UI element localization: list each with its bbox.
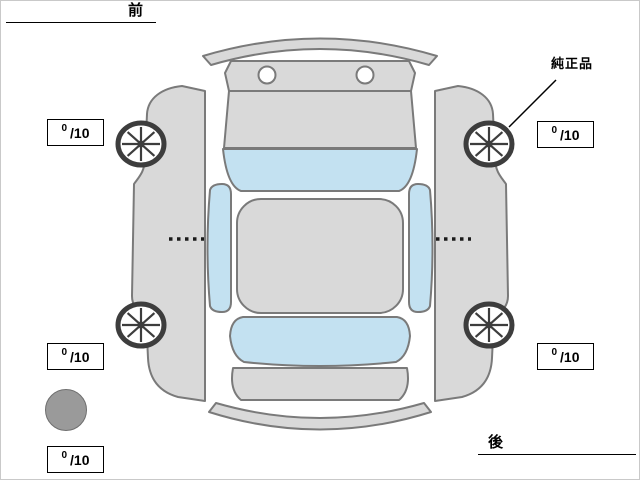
- front-label: 前: [6, 0, 156, 23]
- roof-panel: [236, 198, 404, 314]
- score-box-front-left: 0 /10: [47, 119, 104, 146]
- score-box-rear-right: 0 /10: [537, 343, 594, 370]
- rear-label: 後: [478, 431, 636, 455]
- cowl-circle-left: [257, 65, 277, 85]
- genuine-part-label: 純正品: [551, 56, 594, 71]
- front-bumper: [202, 37, 438, 66]
- score-denominator: /10: [70, 451, 90, 468]
- score-value: 0: [61, 347, 68, 358]
- score-denominator: /10: [560, 348, 580, 365]
- score-value: 0: [61, 123, 68, 134]
- score-denominator: /10: [70, 124, 90, 141]
- wheel-rear-left: [118, 304, 164, 346]
- hood-panel: [223, 90, 417, 149]
- wheel-rear-right: [466, 304, 512, 346]
- left-door-window: [206, 183, 232, 313]
- rear-bumper: [208, 402, 432, 431]
- score-value: 0: [551, 347, 558, 358]
- score-box-rear-left: 0 /10: [47, 343, 104, 370]
- score-box-front-right: 0 /10: [537, 121, 594, 148]
- right-door-window: [408, 183, 434, 313]
- front-windshield: [222, 148, 418, 192]
- front-cowl-panel: [224, 60, 416, 92]
- score-value: 0: [551, 125, 558, 136]
- rear-windshield: [229, 316, 411, 367]
- score-denominator: /10: [70, 348, 90, 365]
- spare-tire-circle: [45, 389, 87, 431]
- score-value: 0: [61, 450, 68, 461]
- trunk-panel: [231, 367, 409, 401]
- genuine-part-leader-line: [508, 79, 557, 128]
- score-box-spare: 0 /10: [47, 446, 104, 473]
- wheel-front-right: [466, 123, 512, 165]
- front-label-text: 前: [127, 2, 143, 19]
- rear-label-text: 後: [488, 434, 504, 451]
- cowl-circle-right: [355, 65, 375, 85]
- score-denominator: /10: [560, 126, 580, 143]
- wheel-front-left: [118, 123, 164, 165]
